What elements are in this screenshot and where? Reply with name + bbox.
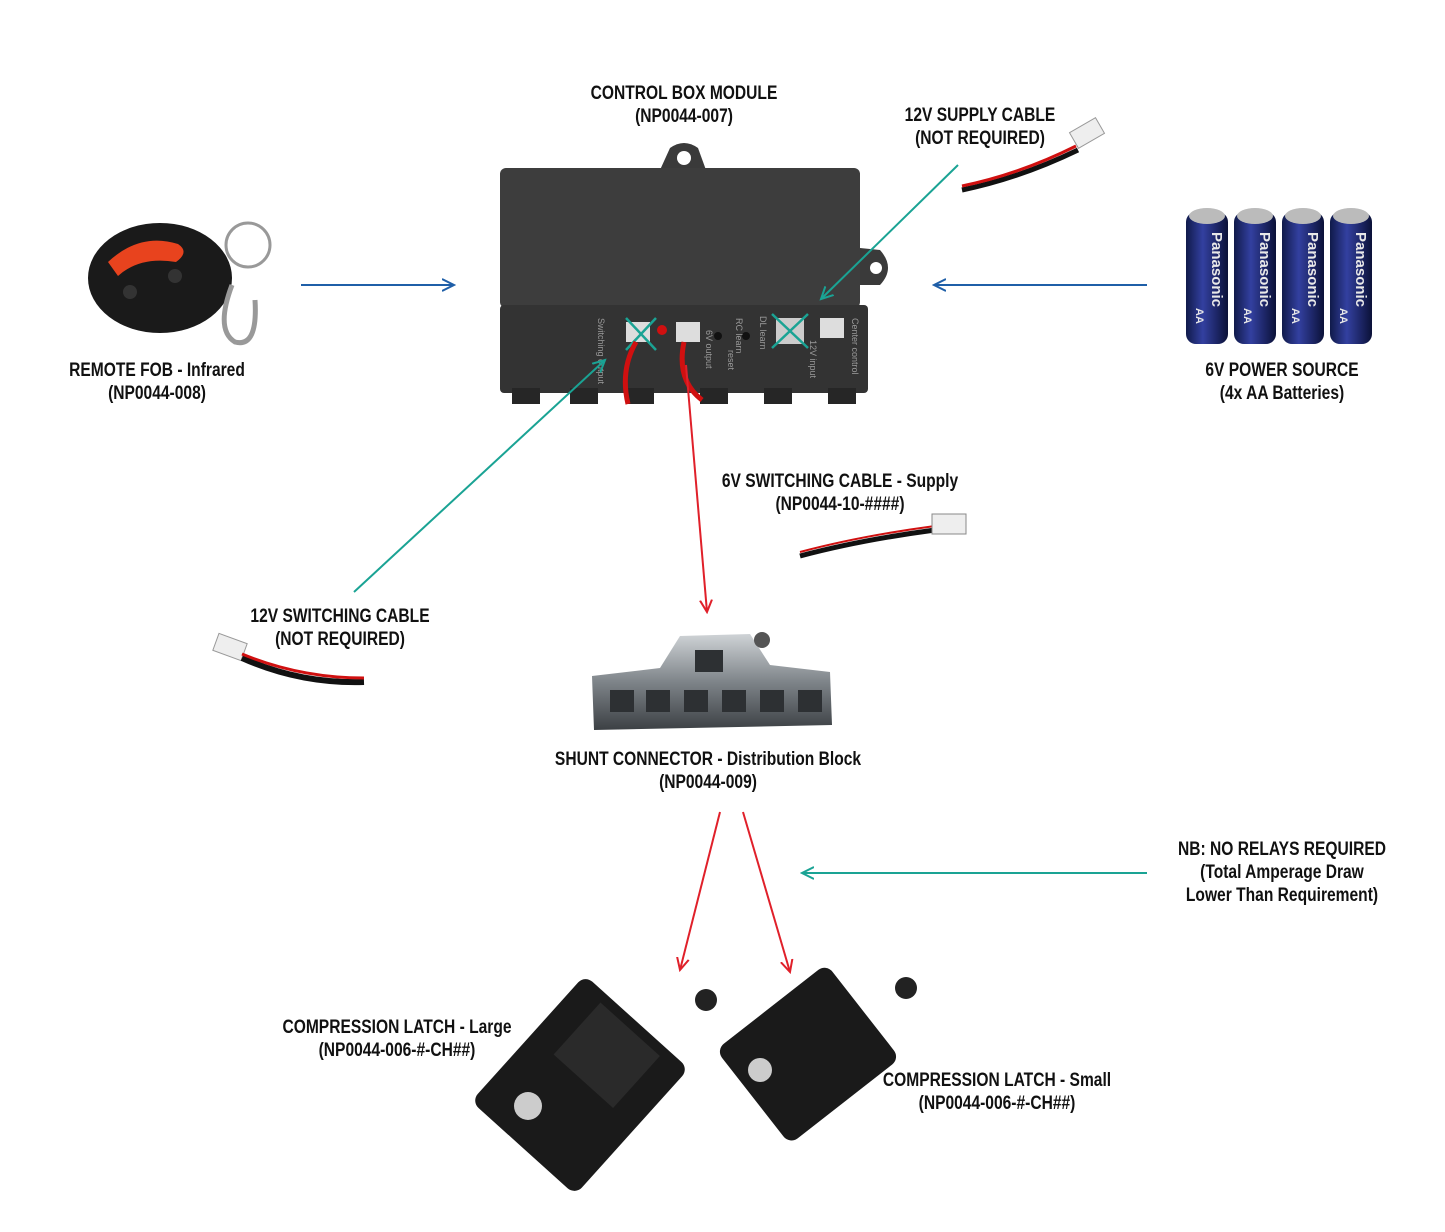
arrow-box-to-shunt	[685, 364, 707, 612]
shunt-connector-image	[592, 632, 832, 730]
shunt-label: SHUNT CONNECTOR - Distribution Block(NP0…	[554, 749, 862, 793]
port-label-switching-output: Switching output	[596, 318, 606, 385]
battery: Panasonic AA	[1234, 208, 1276, 344]
note-label: NB: NO RELAYS REQUIRED(Total Amperage Dr…	[1177, 839, 1387, 906]
battery: Panasonic AA	[1330, 208, 1372, 344]
port-label-12v-input: 12V input	[808, 340, 818, 379]
battery-brand: Panasonic	[1208, 232, 1225, 307]
battery-brand: Panasonic	[1304, 232, 1321, 307]
battery-size: AA	[1337, 308, 1349, 324]
remote-fob-label: REMOTE FOB - Infrared(NP0044-008)	[69, 360, 245, 404]
switching-6v-cable-image	[799, 513, 967, 559]
latch-large-image	[475, 979, 717, 1191]
port-label-center-control: Center control	[850, 318, 860, 375]
battery: Panasonic AA	[1186, 208, 1228, 344]
power-6v-label: 6V POWER SOURCE(4x AA Batteries)	[1205, 360, 1359, 404]
control-box-image: Switching output 6V output reset RC lear…	[500, 143, 888, 405]
arrow-shunt-to-large-latch	[680, 811, 721, 970]
port-label-reset: reset	[726, 350, 736, 371]
arrow-12v-supply	[821, 164, 959, 299]
battery-brand: Panasonic	[1256, 232, 1273, 307]
arrow-12v-switching	[353, 360, 605, 593]
latch-small-label: COMPRESSION LATCH - Small(NP0044-006-#-C…	[882, 1070, 1112, 1114]
control-box-label: CONTROL BOX MODULE(NP0044-007)	[590, 83, 778, 127]
switching-6v-label: 6V SWITCHING CABLE - Supply(NP0044-10-##…	[721, 471, 959, 515]
battery-brand: Panasonic	[1352, 232, 1369, 307]
battery: Panasonic AA	[1282, 208, 1324, 344]
switching-12v-label: 12V SWITCHING CABLE(NOT REQUIRED)	[250, 606, 430, 650]
port-label-dl-learn: DL learn	[758, 316, 768, 350]
latch-large-label: COMPRESSION LATCH - Large(NP0044-006-#-C…	[282, 1017, 512, 1061]
latch-small-image	[719, 967, 917, 1141]
battery-size: AA	[1193, 308, 1205, 324]
remote-fob-image	[88, 221, 272, 346]
battery-size: AA	[1241, 308, 1253, 324]
switching-12v-cable-image	[212, 632, 365, 686]
battery-size: AA	[1289, 308, 1301, 324]
arrow-shunt-to-small-latch	[742, 811, 790, 972]
supply-12v-cable-image	[961, 117, 1106, 193]
supply-12v-label: 12V SUPPLY CABLE(NOT REQUIRED)	[904, 105, 1056, 149]
port-label-6v-output: 6V output	[704, 330, 714, 369]
port-label-rc-learn: RC learn	[734, 318, 744, 354]
battery-pack-image: Panasonic AA Panasonic AA Panasonic AA P…	[1186, 208, 1372, 344]
